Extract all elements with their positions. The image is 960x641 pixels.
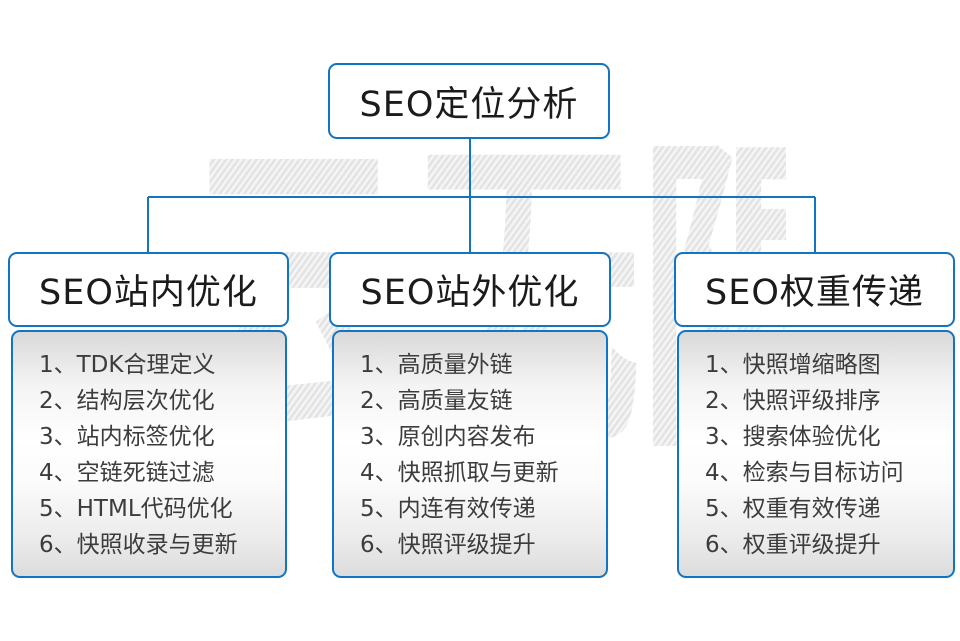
column-header-weight: SEO权重传递 — [674, 252, 955, 327]
list-item: 5、HTML代码优化 — [39, 496, 233, 522]
list-item: 6、快照收录与更新 — [39, 532, 238, 558]
column-header-weight-label: SEO权重传递 — [705, 273, 924, 313]
list-weight: 1、快照增缩略图 2、快照评级排序 3、搜索体验优化 4、检索与目标访问 5、权… — [677, 330, 955, 578]
list-item: 4、空链死链过滤 — [39, 460, 215, 486]
list-item: 2、结构层次优化 — [39, 388, 215, 414]
list-item: 3、原创内容发布 — [360, 424, 536, 450]
root-node: SEO定位分析 — [328, 63, 610, 139]
list-item: 2、快照评级排序 — [705, 388, 881, 414]
column-header-onsite: SEO站内优化 — [8, 252, 289, 327]
list-item: 2、高质量友链 — [360, 388, 513, 414]
list-item: 1、TDK合理定义 — [39, 352, 216, 378]
list-onsite: 1、TDK合理定义 2、结构层次优化 3、站内标签优化 4、空链死链过滤 5、H… — [11, 330, 287, 578]
column-header-onsite-label: SEO站内优化 — [39, 273, 258, 313]
column-header-offsite: SEO站外优化 — [329, 252, 611, 327]
list-item: 6、快照评级提升 — [360, 532, 536, 558]
root-node-label: SEO定位分析 — [359, 84, 579, 125]
list-item: 1、高质量外链 — [360, 352, 513, 378]
list-item: 1、快照增缩略图 — [705, 352, 881, 378]
column-header-offsite-label: SEO站外优化 — [360, 273, 580, 313]
list-item: 5、内连有效传递 — [360, 496, 536, 522]
list-item: 3、搜索体验优化 — [705, 424, 881, 450]
list-item: 4、检索与目标访问 — [705, 460, 904, 486]
list-item: 5、权重有效传递 — [705, 496, 881, 522]
list-offsite: 1、高质量外链 2、高质量友链 3、原创内容发布 4、快照抓取与更新 5、内连有… — [332, 330, 608, 578]
list-item: 6、权重评级提升 — [705, 532, 881, 558]
list-item: 3、站内标签优化 — [39, 424, 215, 450]
list-item: 4、快照抓取与更新 — [360, 460, 559, 486]
